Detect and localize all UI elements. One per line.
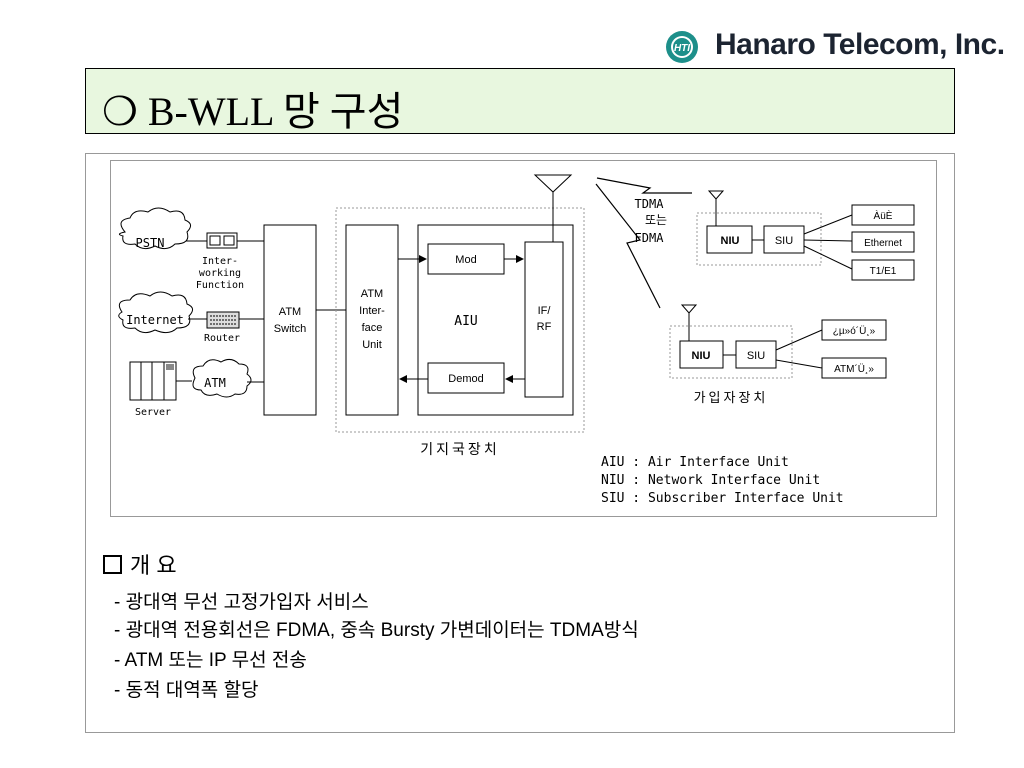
logo-badge-text: HTI: [674, 43, 690, 54]
atm-cloud-label: ATM: [204, 376, 226, 390]
interworking-label-2: working: [199, 268, 241, 279]
internet-label: Internet: [126, 313, 184, 327]
port-ethernet-label: Ethernet: [864, 238, 902, 249]
niu-1-label: NIU: [721, 235, 740, 247]
port-ethernet-box: [851, 231, 915, 253]
server-label: Server: [135, 407, 171, 418]
router-label: Router: [204, 333, 240, 344]
atm-if-label-2: Inter-: [359, 305, 385, 317]
title-bullet-icon: ❍: [102, 89, 138, 134]
siu-port-1c-link: [803, 245, 853, 270]
port-phone-box: [851, 204, 915, 226]
subscriber-2-frame: [669, 325, 793, 379]
overview-item-4: - 동적 대역폭 할당: [114, 680, 259, 701]
port-atm-label: ATM´Ü¸»: [834, 363, 874, 375]
overview-item-2: - 광대역 전용회선은 FDMA, 중속 Bursty 가변데이터는 TDMA방…: [114, 620, 639, 641]
atm-if-label-3: face: [362, 322, 383, 334]
server-icon: [129, 361, 177, 401]
if-rf-label-1: IF/: [538, 305, 552, 317]
atm-if-label-1: ATM: [361, 288, 383, 300]
interworking-device-icon: [206, 232, 238, 249]
legend-niu: NIU : Network Interface Unit: [601, 473, 820, 488]
aiu-label: AIU: [454, 314, 477, 329]
siu-port-2b-link: [775, 359, 823, 369]
port-video-label: ¿µ»ó´Ü¸»: [833, 325, 876, 337]
interworking-label-1: Inter-: [202, 256, 238, 267]
siu-1-label: SIU: [775, 235, 793, 247]
port-video-box: [821, 319, 887, 341]
atm-cloud: ATM: [192, 358, 252, 398]
title-text: B-WLL 망 구성: [147, 89, 404, 134]
niu-2-label: NIU: [692, 350, 711, 362]
or-label: 또는: [645, 213, 667, 227]
subscriber-2-antenna-icon: [680, 304, 698, 341]
siu-port-2a-link: [775, 329, 823, 351]
overview-heading: 개 요: [103, 548, 177, 580]
tdma-label: TDMA: [635, 197, 665, 211]
subscriber-label: 가입자장치: [694, 390, 769, 405]
base-antenna-icon: [533, 174, 573, 242]
if-rf-box: [524, 241, 564, 398]
siu-port-1b-link: [803, 239, 853, 242]
overview-item-3: - ATM 또는 IP 무선 전송: [114, 650, 307, 671]
port-t1e1-label: T1/E1: [870, 266, 897, 277]
port-atm-box: [821, 357, 887, 379]
content-frame: [85, 153, 955, 733]
siu-1-box: [763, 225, 805, 254]
diagram-frame: [110, 160, 937, 517]
pstn-cloud: PSTN: [119, 207, 191, 250]
wireless-link-2-icon: [595, 183, 661, 309]
atm-switch-label-1: ATM: [279, 306, 301, 318]
router-icon: [206, 311, 240, 329]
siu-port-1a-link: [803, 214, 853, 235]
mod-box: [427, 243, 505, 275]
overview-item-1: - 광대역 무선 고정가입자 서비스: [114, 592, 369, 613]
subscriber-1-antenna-icon: [707, 190, 725, 226]
atm-if-label-4: Unit: [362, 339, 382, 351]
base-station-label: 기지국장치: [420, 441, 499, 457]
mod-label: Mod: [455, 254, 476, 266]
demod-label: Demod: [448, 373, 483, 385]
overview-heading-text: 개 요: [130, 553, 177, 578]
niu-2-box: [679, 340, 724, 369]
atm-switch-label-2: Switch: [274, 323, 306, 335]
internet-cloud: Internet: [118, 291, 193, 334]
atm-interface-box: [345, 224, 399, 416]
wireless-link-1-icon: [596, 177, 692, 194]
page-title: ❍ B-WLL 망 구성: [102, 79, 403, 137]
legend-siu: SIU : Subscriber Interface Unit: [601, 491, 844, 506]
demod-box: [427, 362, 505, 394]
if-rf-label-2: RF: [537, 321, 552, 333]
subscriber-1-frame: [696, 212, 822, 266]
company-logo: HTI Hanaro Telecom, Inc.: [665, 28, 1005, 64]
atm-switch-box: [263, 224, 317, 416]
siu-2-label: SIU: [747, 350, 765, 362]
company-name: Hanaro Telecom, Inc.: [715, 28, 1005, 61]
interworking-label-3: Function: [196, 280, 244, 291]
legend-aiu: AIU : Air Interface Unit: [601, 455, 789, 470]
checkbox-square-icon: [103, 555, 122, 574]
fdma-label: FDMA: [635, 231, 665, 245]
title-box: ❍ B-WLL 망 구성: [85, 68, 955, 134]
base-station-frame: [335, 207, 585, 433]
hti-badge-icon: HTI: [666, 31, 698, 63]
pstn-label: PSTN: [136, 236, 165, 250]
port-phone-label: ÀüÈ­: [874, 209, 893, 222]
port-t1e1-box: [851, 259, 915, 281]
